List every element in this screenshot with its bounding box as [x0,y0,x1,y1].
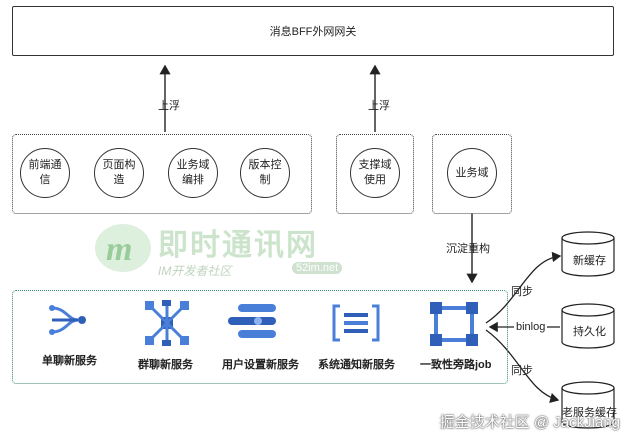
logo-watermark-title: 即时通讯网 [158,220,318,264]
float-up-label-left: 上浮 [158,97,180,113]
service-label: 单聊新服务 [42,352,97,368]
user-settings-icon [228,304,278,338]
support-domain-node: 支撑域使用 [350,148,400,198]
new-cache-label: 新缓存 [573,252,606,268]
capability-node: 前端通信 [20,148,70,198]
sync-label-bottom: 同步 [511,362,533,378]
persist-label: 持久化 [573,323,606,339]
capability-node: 业务域编排 [168,148,218,198]
footer-watermark: 掘金技术社区 @ JackJiang [440,411,620,432]
system-notify-icon [332,304,380,342]
binlog-label: binlog [514,321,547,333]
service-label: 一致性旁路job [420,356,492,372]
capability-node: 页面构造 [94,148,144,198]
sync-label-top: 同步 [511,283,533,299]
capability-node: 版本控制 [240,148,290,198]
logo-watermark-url: 52im.net [292,262,342,274]
single-chat-icon [48,302,92,338]
im-logo-watermark-icon: m [92,220,154,276]
svg-text:m: m [106,231,132,268]
service-label: 群聊新服务 [138,356,193,372]
logo-watermark-subtitle: IM开发者社区 [158,262,231,279]
bypass-job-icon [430,302,478,346]
service-label: 系统通知新服务 [318,356,395,372]
business-domain-node: 业务域 [447,148,497,198]
group-chat-icon [144,300,190,346]
sediment-label: 沉淀重构 [446,240,490,256]
float-up-label-middle: 上浮 [368,97,390,113]
service-label: 用户设置新服务 [222,356,299,372]
